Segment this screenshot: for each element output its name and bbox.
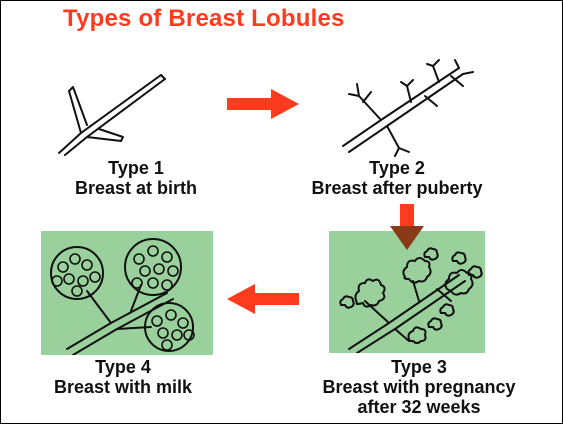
type-2-label: Type 2	[267, 158, 527, 178]
type-2-description: Breast after puberty	[267, 178, 527, 198]
type-3-caption: Type 3 Breast with pregnancy after 32 we…	[269, 357, 563, 417]
type-2-caption: Type 2 Breast after puberty	[267, 158, 527, 198]
arrow-right-type1-to-type2	[227, 89, 299, 119]
type-1-caption: Type 1 Breast at birth	[56, 158, 216, 198]
type-3-description-line2: after 32 weeks	[269, 397, 563, 417]
type-4-description: Breast with milk	[3, 377, 243, 397]
arrow-left-type3-to-type4	[227, 284, 299, 314]
arrow-down-type2-to-type3	[390, 204, 424, 250]
type-4-label: Type 4	[3, 357, 243, 377]
type-1-branch-illustration	[41, 63, 181, 163]
type-3-label: Type 3	[269, 357, 563, 377]
type-1-description: Breast at birth	[56, 178, 216, 198]
type-2-branch-illustration	[329, 56, 479, 161]
type-3-description-line1: Breast with pregnancy	[269, 377, 563, 397]
type-4-caption: Type 4 Breast with milk	[3, 357, 243, 397]
type-1-label: Type 1	[56, 158, 216, 178]
diagram-title: Types of Breast Lobules	[63, 5, 345, 33]
type-4-lobule-illustration	[41, 231, 213, 355]
